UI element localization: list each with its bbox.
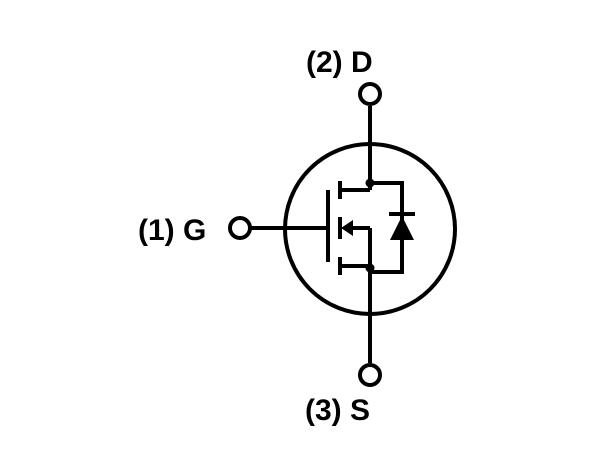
diode-triangle-icon	[390, 216, 414, 240]
source-terminal	[358, 363, 382, 387]
source-pin-label: (3) S	[305, 394, 370, 427]
body-arrow-icon	[341, 220, 353, 236]
drain-terminal	[358, 82, 382, 106]
gate-pin-label: (1) G	[138, 214, 206, 247]
drain-pin-label: (2) D	[306, 46, 373, 79]
gate-terminal	[228, 216, 252, 240]
